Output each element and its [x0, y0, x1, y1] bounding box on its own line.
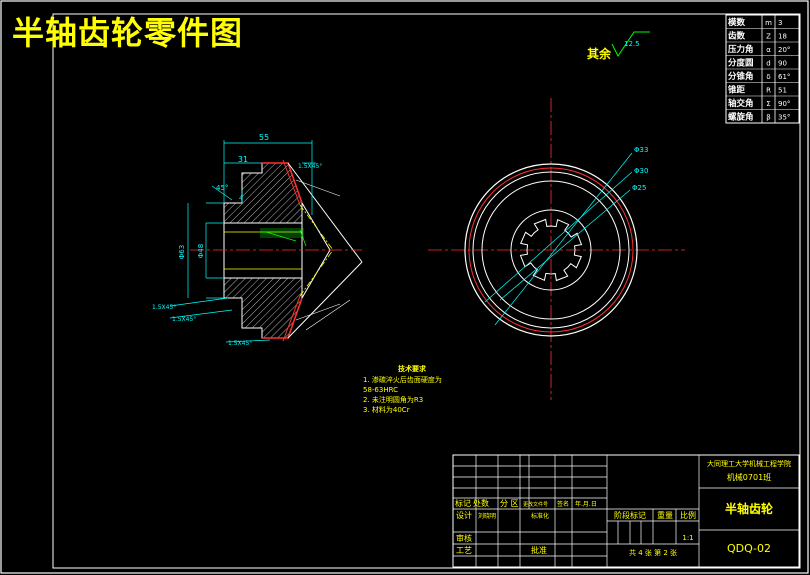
param-label: 压力角	[728, 44, 754, 55]
sheet-info: 共 4 张 第 2 张	[629, 548, 677, 557]
roughness-symbol: 其余 12.5	[587, 31, 650, 61]
drawing-title: 半轴齿轮零件图	[12, 14, 244, 52]
note-line: 1. 渗碳淬火后齿面硬度为	[363, 375, 442, 384]
param-sym: d	[766, 60, 770, 68]
section-view	[190, 159, 363, 342]
school-name: 大同理工大学机械工程学院	[707, 459, 791, 468]
param-label: 齿数	[728, 31, 746, 42]
review-label: 审核	[456, 533, 472, 543]
sign-label: 签名	[557, 500, 569, 508]
param-value: 90	[778, 60, 787, 68]
param-sym: Z	[766, 33, 771, 41]
param-value: 3	[778, 19, 782, 27]
roughness-value: 12.5	[624, 40, 640, 48]
section-lower-hatch	[223, 277, 303, 339]
param-label: 螺旋角	[728, 112, 754, 123]
scale-value: 1:1	[682, 534, 693, 542]
zone-label: 分 区	[500, 499, 519, 508]
change-doc-label: 更改文件号	[523, 501, 548, 508]
dim-inner-dia: Φ48	[197, 244, 205, 258]
param-sym: m	[765, 19, 772, 27]
approve-label: 批准	[531, 545, 547, 555]
param-label: 模数	[728, 17, 746, 28]
callout-top: 1.5X45°	[298, 163, 322, 170]
param-value: 61°	[778, 73, 790, 81]
param-value: 51	[778, 87, 787, 95]
date-label: 年.月.日	[575, 500, 597, 508]
weight-label: 重量	[657, 510, 673, 520]
part-name: 半轴齿轮	[725, 501, 774, 516]
callout-left-1: 1.5X45°	[152, 304, 176, 311]
marks-label: 标记	[455, 498, 471, 508]
dim-angle: 45°	[216, 184, 228, 192]
param-sym: δ	[766, 73, 770, 81]
param-value: 18	[778, 33, 787, 41]
ratio-label: 比例	[680, 510, 696, 520]
param-sym: β	[766, 114, 770, 122]
design-name: 刘晓明	[478, 512, 496, 520]
param-label: 分锥角	[728, 71, 754, 82]
front-dim-3: Φ25	[632, 184, 646, 192]
note-line: 2. 未注明圆角为R3	[363, 395, 423, 404]
param-label: 分度圆	[728, 58, 754, 69]
count-label: 处数	[473, 498, 489, 508]
param-sym: α	[766, 46, 771, 54]
stage-label: 阶段标记	[614, 510, 646, 520]
bore	[223, 222, 303, 279]
param-sym: R	[766, 87, 771, 95]
inner-frame	[52, 13, 801, 569]
roughness-rest-label: 其余	[587, 46, 612, 61]
param-value: 20°	[778, 46, 790, 54]
front-dim-1: Φ33	[634, 146, 648, 154]
class-name: 机械0701班	[727, 472, 771, 482]
process-label: 工艺	[456, 546, 472, 555]
title-block-text: 大同理工大学机械工程学院 机械0701班 半轴齿轮 QDQ-02 1:1 共 4…	[455, 459, 791, 557]
callout-left-2: 1.5X45°	[172, 316, 196, 323]
standard-label: 标准化	[531, 512, 549, 520]
param-label: 轴交角	[728, 98, 754, 109]
design-label: 设计	[456, 510, 472, 520]
notes-heading: 技术要求	[398, 364, 427, 373]
param-sym: Σ	[766, 100, 770, 108]
dim-hub-length: 31	[238, 155, 248, 164]
callout-bottom: 1.5X45°	[228, 340, 252, 347]
param-value: 90°	[778, 100, 790, 108]
title-block	[452, 454, 800, 568]
section-dim-labels: 55 31 45° 4 Φ63 Φ48 1.5X45° 1.5X45° 1.5X…	[152, 133, 322, 347]
section-upper-hatch	[223, 162, 303, 224]
front-dim-2: Φ30	[634, 167, 648, 175]
dim-overall-length: 55	[259, 133, 269, 142]
param-value: 35°	[778, 114, 790, 122]
drawing-number: QDQ-02	[727, 542, 771, 555]
dim-small: 4	[239, 195, 243, 202]
dim-outer-dia: Φ63	[178, 245, 186, 259]
front-view: Φ33 Φ30 Φ25	[428, 98, 685, 400]
spline-bore	[519, 218, 583, 282]
note-line: 58-63HRC	[363, 386, 398, 394]
note-line: 3. 材料为40Cr	[363, 405, 410, 414]
section-dimensions	[169, 140, 316, 343]
param-label: 锥距	[728, 85, 746, 96]
